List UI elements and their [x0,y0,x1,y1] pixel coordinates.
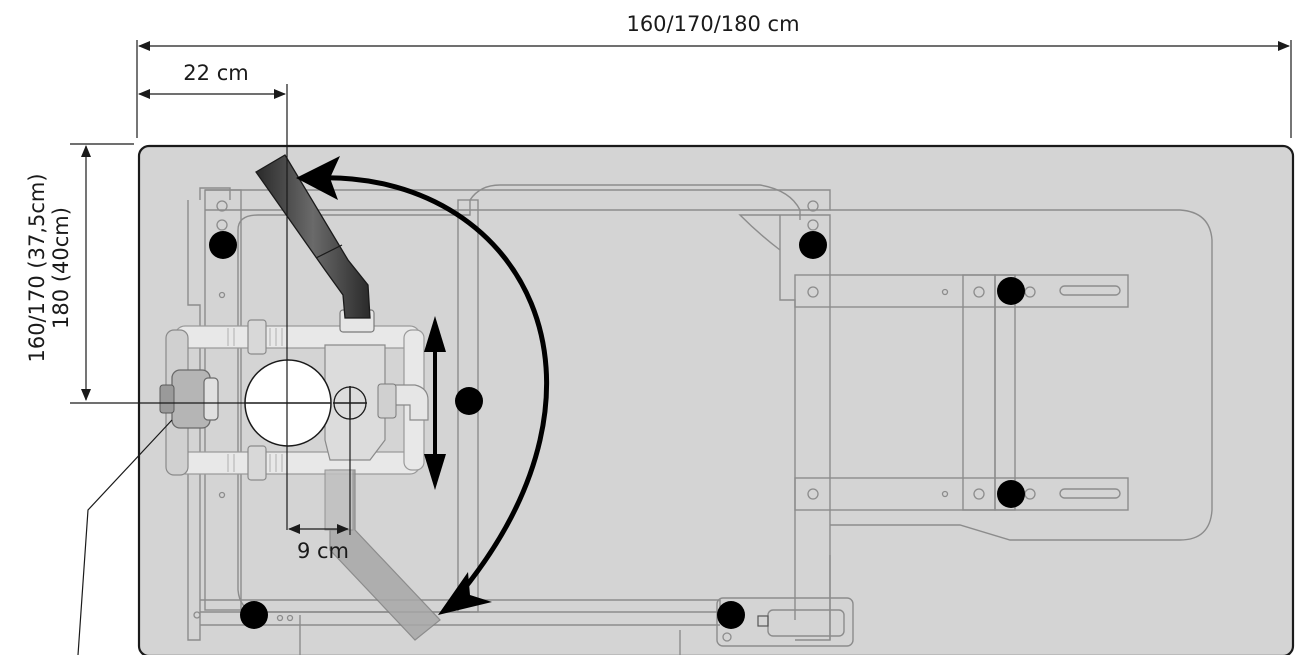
height-label-1: 160/170 (37,5cm) [25,173,49,362]
overflow-leader-line [77,419,173,655]
drain-offset-label: 22 cm [183,61,248,85]
foot-marker [209,231,237,259]
drain-offset-dimension: 22 cm [138,61,286,99]
drain-pipe-alternate-position [324,469,441,641]
drain-pipe [255,154,371,319]
shift-arrow [424,316,446,490]
bathtub-outline [137,144,1295,655]
siphon-crosshair [333,386,367,420]
pipe-offset-dimension: 9 cm [288,524,349,563]
overall-length-label: 160/170/180 cm [626,12,799,36]
foot-marker [717,601,745,629]
foot-marker [455,387,483,415]
overall-length-dimension: 160/170/180 cm [136,12,1292,138]
foot-marker [240,601,268,629]
height-dimension: 160/170 (37,5cm) 180 (40cm) [25,143,134,401]
pipe-offset-label: 9 cm [297,539,349,563]
drain-hole [244,359,332,447]
overflow-pipe-assembly [159,309,429,481]
height-label-2: 180 (40cm) [49,207,73,329]
frame-holes [193,200,1036,642]
control-box-icon [757,615,769,627]
foot-marker [997,277,1025,305]
rotation-arrow [296,156,550,615]
foot-marker [997,480,1025,508]
foot-marker [799,231,827,259]
feet-markers [209,231,1025,629]
